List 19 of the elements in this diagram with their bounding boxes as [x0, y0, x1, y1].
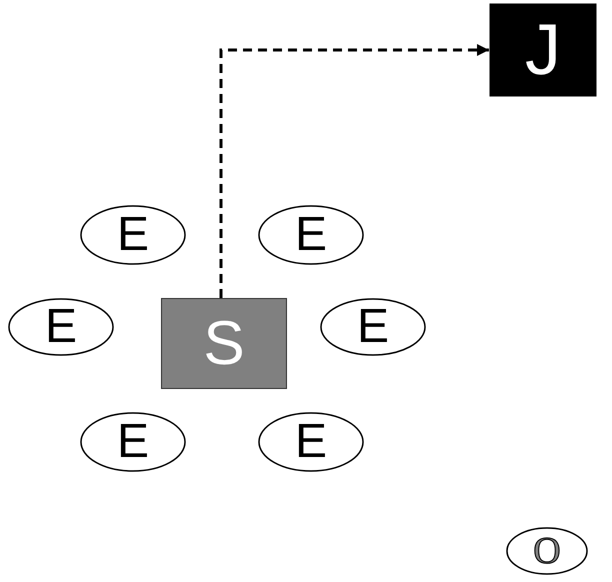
- process-box: [489, 3, 597, 97]
- node-label: E: [116, 211, 149, 259]
- node-label: E: [44, 303, 77, 351]
- ellipse-node: [258, 205, 364, 265]
- ellipse-node: [8, 298, 114, 356]
- ellipse-node: [258, 412, 364, 472]
- ellipse-node: [320, 298, 426, 356]
- node-label: J: [525, 14, 561, 86]
- node-label: O: [533, 532, 561, 570]
- ellipse-node: [80, 205, 186, 265]
- node-label: E: [294, 211, 327, 259]
- node-label: E: [356, 303, 389, 351]
- arrow: [220, 44, 489, 298]
- node-label: E: [294, 418, 327, 466]
- ellipse-node: [80, 412, 186, 472]
- ellipse-node: [506, 527, 588, 575]
- process-box: [161, 298, 287, 389]
- node-label: S: [203, 312, 245, 374]
- node-label: E: [116, 418, 149, 466]
